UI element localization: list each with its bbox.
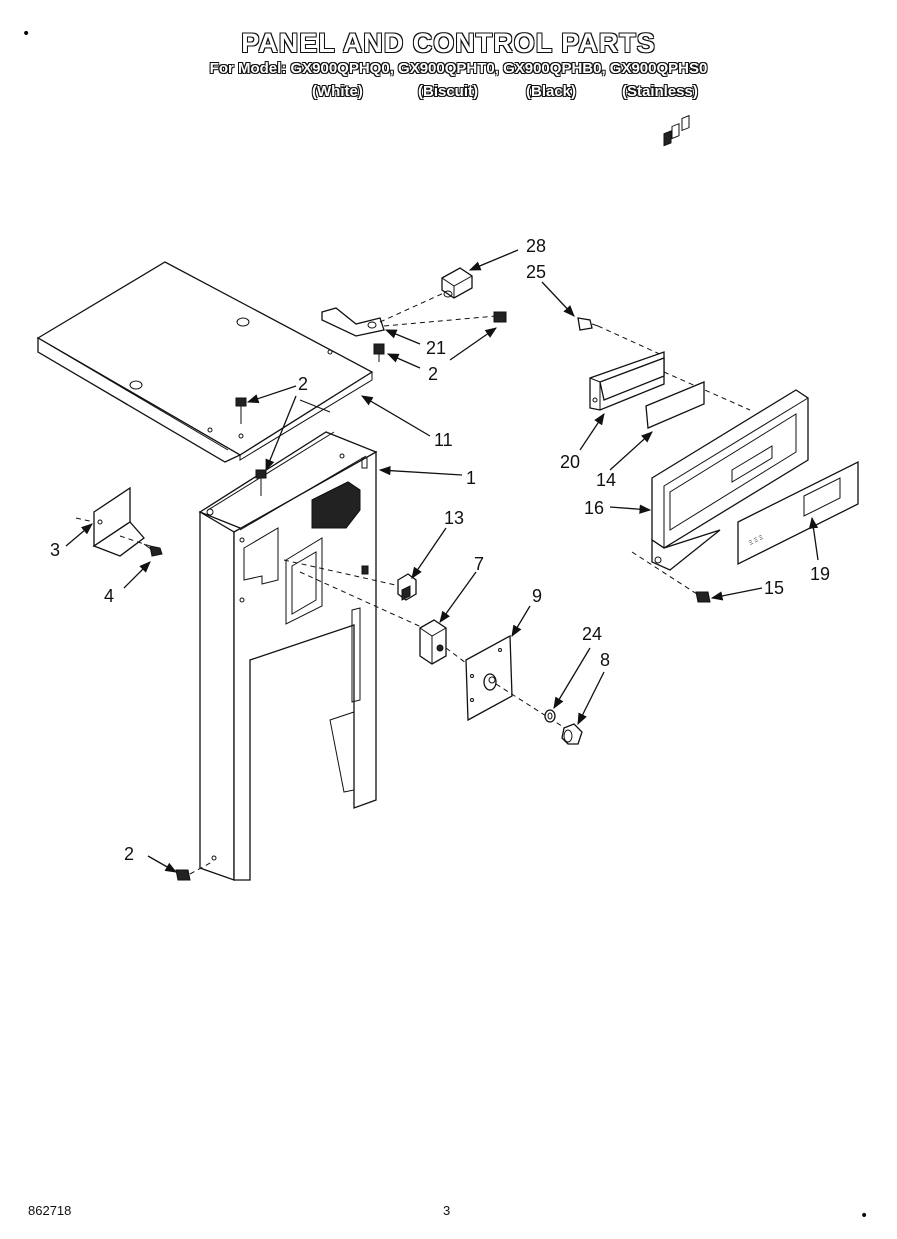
variant-stainless: (Stainless) — [622, 83, 698, 100]
part-20-bracket — [589, 351, 665, 411]
variant-biscuit: (Biscuit) — [418, 83, 478, 100]
screw-2-bottom — [175, 861, 213, 881]
part-15-screw — [695, 591, 711, 603]
part-11-top-plate — [36, 261, 374, 463]
part-13-light-socket — [397, 573, 417, 601]
assembly-line — [631, 551, 701, 597]
part-1-side-panel — [198, 431, 378, 881]
callout-7: 7 — [474, 554, 484, 574]
part-25-screw — [577, 317, 599, 331]
callout-8: 8 — [600, 650, 610, 670]
callout-labels: 28 25 21 2 2 11 1 20 14 16 3 4 13 7 9 24… — [50, 236, 830, 864]
part-16-control-panel — [651, 389, 809, 571]
part-28-clip — [441, 267, 473, 299]
callout-24: 24 — [582, 624, 602, 644]
part-4-screw — [143, 543, 163, 557]
page-number: 3 — [443, 1203, 451, 1218]
callout-16: 16 — [584, 498, 604, 518]
callout-20: 20 — [560, 452, 580, 472]
callout-4: 4 — [104, 586, 114, 606]
callout-2: 2 — [124, 844, 134, 864]
callout-15: 15 — [764, 578, 784, 598]
variant-white: (White) — [312, 83, 363, 100]
assembly-line — [299, 571, 429, 631]
part-21-bracket — [321, 307, 385, 337]
callout-14: 14 — [596, 470, 616, 490]
document-number: 862718 — [28, 1203, 72, 1218]
assembly-line — [379, 291, 447, 323]
part-7-switch-body — [419, 619, 447, 665]
callout-25: 25 — [526, 262, 546, 282]
callout-13: 13 — [444, 508, 464, 528]
part-8-knob — [561, 723, 583, 745]
part-9-mounting-plate — [465, 634, 513, 722]
page-title: PANEL AND CONTROL PARTS — [241, 28, 656, 58]
part-19-overlay: Ξ Ξ Ξ — [737, 460, 859, 566]
part-3-bracket — [75, 486, 151, 557]
callout-9: 9 — [532, 586, 542, 606]
corner-mark: • — [22, 26, 30, 42]
callout-2: 2 — [428, 364, 438, 384]
part-14-switch — [645, 114, 705, 429]
assembly-line — [663, 371, 751, 411]
corner-mark: • — [860, 1208, 868, 1224]
part-24-washer — [544, 709, 556, 723]
callout-11: 11 — [434, 430, 453, 450]
variant-black: (Black) — [526, 83, 577, 100]
callout-19: 19 — [810, 564, 830, 584]
assembly-line — [383, 315, 497, 327]
callout-28: 28 — [526, 236, 546, 256]
callout-21: 21 — [426, 338, 446, 358]
callout-3: 3 — [50, 540, 60, 560]
leader-lines — [65, 249, 819, 873]
callout-2: 2 — [298, 374, 308, 394]
model-list: For Model: GX900QPHQ0, GX900QPHT0, GX900… — [209, 60, 708, 77]
assembly-line — [597, 325, 665, 357]
screw-2-top — [235, 311, 507, 496]
assembly-line — [495, 683, 569, 731]
callout-1: 1 — [466, 468, 476, 488]
assembly-line — [283, 559, 401, 587]
